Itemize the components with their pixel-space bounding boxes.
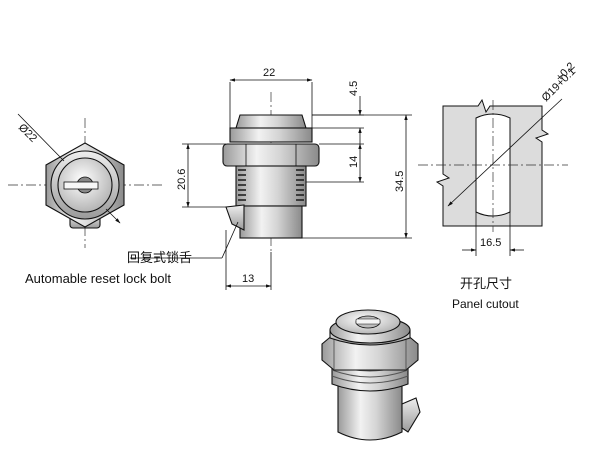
front-diameter-label: Ø22: [16, 122, 39, 145]
cutout-label-zh: 开孔尺寸: [460, 276, 512, 291]
product-3d-view: [321, 309, 421, 441]
3d-lower-body: [337, 379, 403, 441]
front-diameter-arrow: [105, 208, 121, 224]
dim-thread-length: 14: [348, 156, 360, 168]
panel-cutout-view: +0.2 Ø19+0.1 16.5 开孔尺寸 Panel cutout: [418, 60, 578, 311]
side-hex-nut: [222, 143, 320, 167]
flange: [229, 127, 313, 143]
3d-key-slot: [355, 318, 381, 325]
threaded-body: [235, 165, 307, 207]
dim-total-height: 34.5: [394, 171, 406, 192]
key-slot: [63, 181, 99, 190]
cutout-width: 16.5: [480, 237, 501, 249]
front-diameter-leader: [17, 113, 65, 162]
dim-top-width: 22: [263, 67, 275, 79]
side-view: 22 4.5 14 34.5 20.6 13 回复式锁舌 Automable r…: [25, 67, 412, 290]
dim-nut-to-body: 20.6: [176, 169, 188, 190]
3d-lock-bolt: [401, 397, 421, 433]
thread-lines: [238, 169, 304, 201]
lower-body: [239, 205, 303, 239]
lock-head: [235, 114, 307, 129]
dim-bolt-offset: 13: [242, 273, 254, 285]
front-view: Ø22: [8, 113, 162, 248]
bolt-label-en: Automable reset lock bolt: [25, 271, 171, 286]
bolt-callout-leader: [221, 221, 239, 259]
cutout-label-en: Panel cutout: [452, 297, 519, 311]
lock-bolt: [225, 204, 245, 231]
bolt-label-zh: 回复式锁舌: [127, 250, 192, 265]
cutout-diameter-leader: [447, 111, 549, 207]
dim-flange-height: 4.5: [348, 81, 360, 96]
